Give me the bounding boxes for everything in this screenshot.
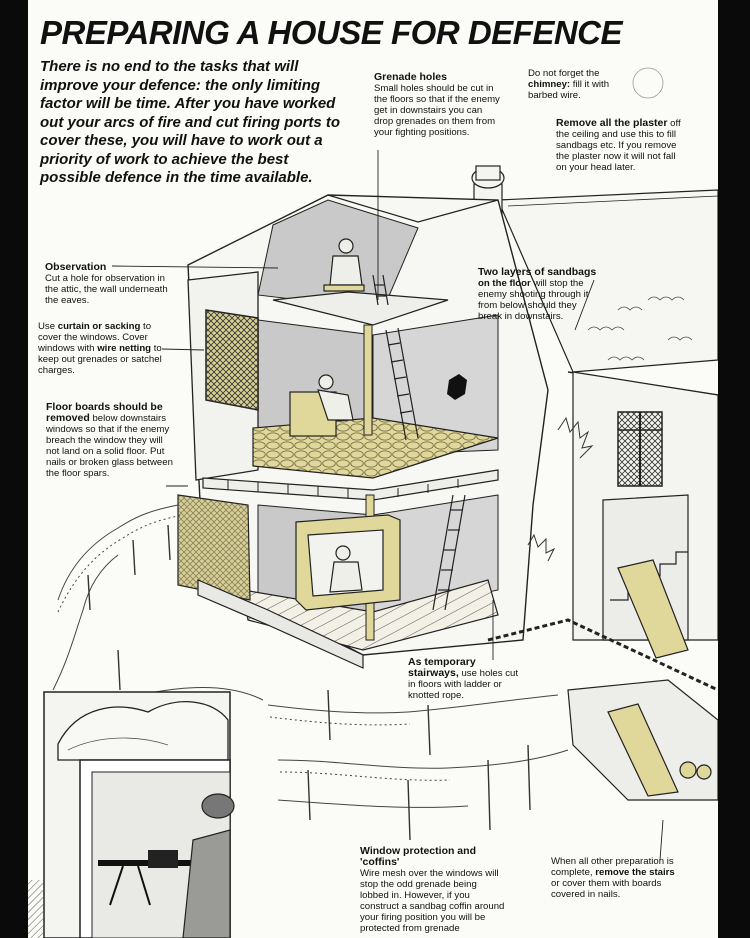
callout-chimney-bold: chimney: bbox=[528, 79, 571, 90]
callout-curtain-mid: to cover the windows. Cover windows with bbox=[38, 321, 152, 354]
callout-curtain: Use curtain or sacking to cover the wind… bbox=[38, 321, 164, 376]
callout-curtain-bold2: wire netting bbox=[97, 343, 152, 354]
page-title: PREPARING A HOUSE FOR DEFENCE bbox=[40, 14, 623, 51]
barbed-wire bbox=[52, 504, 569, 841]
callout-curtain-post: to keep out grenades or satchel charges. bbox=[38, 343, 162, 376]
callout-stairways-heading: As temporary stairways, bbox=[408, 656, 476, 679]
callout-grenade-holes-heading: Grenade holes bbox=[374, 71, 447, 83]
callout-plaster: Remove all the plaster off the ceiling a… bbox=[556, 117, 684, 174]
callout-stairways: As temporary stairways, use holes cut in… bbox=[408, 656, 526, 702]
callout-grenade-holes: Grenade holes Small holes should be cut … bbox=[374, 71, 504, 139]
callout-chimney-post: fill it with barbed wire. bbox=[528, 79, 610, 101]
exterior-stairs bbox=[602, 494, 689, 659]
callout-sandbags-heading: Two layers of sandbags bbox=[478, 266, 597, 278]
shrubs bbox=[527, 416, 594, 562]
callout-curtain-pre: Use bbox=[38, 321, 56, 332]
callout-curtain-bold1: curtain or sacking bbox=[57, 321, 141, 332]
neighbour-window bbox=[617, 411, 663, 487]
callout-window-protection: Window protection and 'coffins' Wire mes… bbox=[360, 845, 508, 935]
callout-stairways-text: use holes cut in floors with ladder or k… bbox=[408, 668, 519, 701]
sandbag-coffin-lower bbox=[295, 514, 401, 611]
callout-sandbags: Two layers of sandbags on the floor will… bbox=[478, 266, 598, 323]
callout-stairs: When all other preparation is complete, … bbox=[551, 856, 685, 900]
callout-observation: Observation Cut a hole for observation i… bbox=[45, 261, 173, 307]
callout-window-protection-text: Wire mesh over the windows will stop the… bbox=[360, 868, 505, 934]
callout-observation-text: Cut a hole for observation in the attic,… bbox=[45, 273, 168, 306]
callout-leader-lines bbox=[111, 150, 664, 861]
callout-sandbags-text: will stop the enemy shooting through it … bbox=[478, 278, 589, 322]
netted-window bbox=[205, 309, 259, 411]
callout-stairs-pre: When all other preparation is complete, bbox=[551, 856, 674, 878]
callout-floorboards-heading: Floor boards should be removed bbox=[46, 401, 163, 424]
callout-plaster-text: off the ceiling and use this to fill san… bbox=[556, 118, 681, 173]
callout-observation-heading: Observation bbox=[45, 261, 107, 273]
intro-paragraph: There is no end to the tasks that will i… bbox=[40, 58, 341, 186]
callout-floorboards: Floor boards should be removed below dow… bbox=[46, 401, 176, 480]
callout-stairs-bold: remove the stairs bbox=[595, 867, 675, 878]
house-cutaway-illustration bbox=[28, 67, 718, 938]
callout-grenade-holes-text: Small holes should be cut in the floors … bbox=[374, 83, 500, 138]
soldier-attic bbox=[323, 238, 365, 292]
illustration-page: PREPARING A HOUSE FOR DEFENCE There is n… bbox=[28, 0, 718, 938]
inset-window-coffin bbox=[28, 691, 235, 938]
callout-stairs-post: or cover them with boards covered in nai… bbox=[551, 878, 662, 900]
callout-chimney-pre: Do not forget the bbox=[528, 68, 600, 79]
soldier-firing-middle bbox=[289, 374, 354, 437]
callout-floorboards-text: below downstairs windows so that if the … bbox=[46, 413, 173, 479]
chimney-callout-circle bbox=[632, 67, 664, 99]
callout-plaster-heading: Remove all the plaster bbox=[556, 117, 668, 129]
callout-window-protection-heading: Window protection and 'coffins' bbox=[360, 845, 476, 868]
cellar-trench bbox=[567, 679, 718, 801]
callout-sandbags-bold: on the floor bbox=[478, 278, 531, 289]
callout-chimney: Do not forget the chimney: fill it with … bbox=[528, 68, 628, 101]
